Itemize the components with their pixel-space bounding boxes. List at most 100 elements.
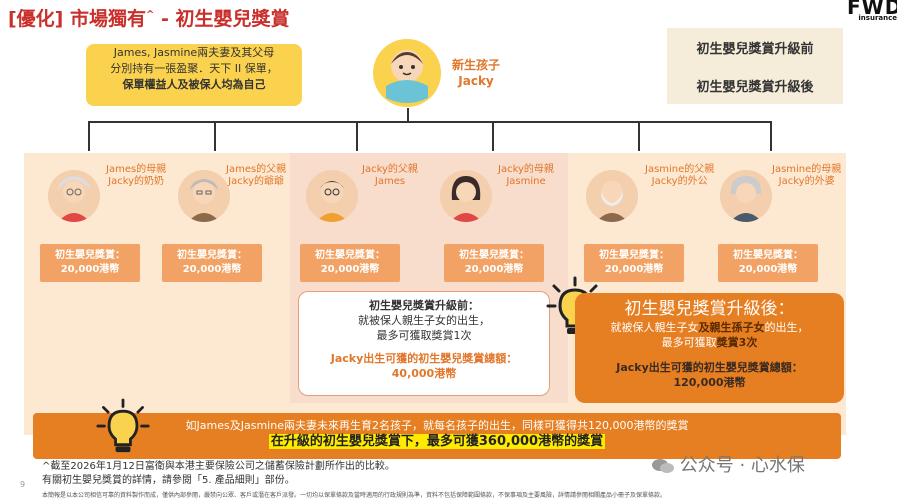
bonus-label: 初生嬰兒獎賞： — [55, 250, 125, 261]
after-total-label: Jacky出生可獲的初生嬰兒獎賞總額： — [616, 361, 803, 374]
brand-logo: FWD insurance — [847, 0, 897, 22]
member-name: James — [374, 176, 406, 187]
mother-icon — [440, 170, 492, 222]
bonus-label: 初生嬰兒獎賞： — [177, 250, 247, 261]
member-name: Jacky的外婆 — [778, 176, 835, 187]
after-line2-a: 最多可獲取 — [661, 336, 717, 349]
legend-after: 初生嬰兒獎賞升級後 — [667, 66, 843, 104]
member-relation: Jacky的父親 — [362, 164, 418, 175]
lightbulb-icon — [96, 398, 150, 460]
bonus-box: 初生嬰兒獎賞： 20,000港幣 — [300, 244, 400, 282]
member-name: Jasmine — [506, 176, 546, 187]
member-label-james-father: James的父親 Jacky的爺爺 — [226, 164, 286, 188]
member-james-father — [178, 170, 230, 222]
bonus-amount: 20,000港幣 — [738, 264, 798, 275]
bonus-amount: 20,000港幣 — [464, 264, 524, 275]
after-line1-b: 及親生孫子女 — [698, 321, 765, 334]
member-james-mother — [48, 170, 100, 222]
bonus-label: 初生嬰兒獎賞： — [315, 250, 385, 261]
title-superscript: ^ — [146, 9, 155, 21]
policy-note-line3: 保單權益人及被保人均為自己 — [122, 78, 266, 91]
wechat-icon — [652, 458, 674, 474]
logo-subtext: insurance — [858, 14, 897, 22]
member-name: Jacky的爺爺 — [228, 176, 285, 187]
tree-drop-4 — [492, 121, 494, 151]
bonus-box: 初生嬰兒獎賞： 20,000港幣 — [718, 244, 818, 282]
member-label-jasmine-father: Jasmine的父親 Jacky的外公 — [645, 164, 714, 188]
member-relation: Jasmine的母親 — [772, 164, 842, 175]
logo-wordmark: FWD — [847, 0, 897, 19]
after-line2-b: 獎賞3次 — [716, 336, 758, 349]
member-label-jasmine: Jacky的母親 Jasmine — [498, 164, 554, 188]
bonus-label: 初生嬰兒獎賞： — [459, 250, 529, 261]
before-total-label: Jacky出生可獲的初生嬰兒獎賞總額： — [330, 352, 518, 365]
footnote-details: 有關初生嬰兒獎賞的詳情，請參閱「5. 產品細則」部份。 — [42, 475, 295, 486]
title-main: 市場獨有 — [70, 8, 147, 30]
tree-drop-6 — [770, 121, 772, 151]
tree-branch — [88, 121, 771, 123]
bonus-amount: 20,000港幣 — [320, 264, 380, 275]
after-line2: 最多可獲取獎賞3次 — [575, 335, 844, 350]
after-head: 初生嬰兒獎賞升級後： — [624, 299, 795, 319]
footnote-comparison: ^截至2026年1月12日富衛與本港主要保險公司之儲蓄保險計劃所作出的比較。 — [42, 461, 395, 472]
member-name: Jacky的外公 — [651, 176, 708, 187]
member-james — [306, 170, 358, 222]
baby-label-line2: Jacky — [458, 74, 494, 88]
bonus-box: 初生嬰兒獎賞： 20,000港幣 — [444, 244, 544, 282]
bonus-amount: 20,000港幣 — [60, 264, 120, 275]
before-upgrade-box: 初生嬰兒獎賞升級前： 就被保人親生子女的出生， 最多可獲取獎賞1次 Jacky出… — [298, 291, 550, 396]
policy-note-line1: James, Jasmine兩夫妻及其父母 — [113, 46, 275, 59]
member-label-james: Jacky的父親 James — [362, 164, 418, 188]
before-total-value: 40,000港幣 — [391, 367, 457, 380]
bonus-box: 初生嬰兒獎賞： 20,000港幣 — [584, 244, 684, 282]
after-line1-c: 的出生， — [764, 321, 809, 334]
before-line1: 就被保人親生子女的出生， — [358, 314, 490, 327]
member-jasmine-father — [586, 170, 638, 222]
banner-line1: 如James及Jasmine兩夫妻未來再生育2名孩子，就每名孩子的出生，同樣可獲… — [185, 419, 689, 432]
grandmother-icon — [48, 170, 100, 222]
member-label-james-mother: James的母親 Jacky的奶奶 — [106, 164, 166, 188]
after-line1: 就被保人親生子女及親生孫子女的出生， — [575, 320, 844, 335]
watermark-text: 公众号 · 心水保 — [679, 455, 805, 476]
before-line2: 最多可獲取獎賞1次 — [376, 329, 472, 342]
after-upgrade-box: 初生嬰兒獎賞升級後： 就被保人親生子女及親生孫子女的出生， 最多可獲取獎賞3次 … — [575, 293, 844, 403]
baby-icon — [372, 38, 442, 108]
member-relation: James的母親 — [106, 164, 167, 175]
tree-drop-5 — [638, 121, 640, 151]
policy-note: James, Jasmine兩夫妻及其父母 分別持有一張盈聚．天下 II 保單，… — [86, 44, 302, 106]
legend-before: 初生嬰兒獎賞升級前 — [667, 28, 843, 66]
after-total-value: 120,000港幣 — [673, 376, 746, 389]
before-head: 初生嬰兒獎賞升級前： — [369, 299, 479, 312]
baby-label-line1: 新生孩子 — [452, 58, 501, 72]
bonus-box: 初生嬰兒獎賞： 20,000港幣 — [162, 244, 262, 282]
bonus-label: 初生嬰兒獎賞： — [733, 250, 803, 261]
member-jasmine — [440, 170, 492, 222]
member-relation: James的父親 — [226, 164, 287, 175]
bonus-box: 初生嬰兒獎賞： 20,000港幣 — [40, 244, 140, 282]
bonus-label: 初生嬰兒獎賞： — [599, 250, 669, 261]
after-line1-a: 就被保人親生子女 — [610, 321, 699, 334]
bonus-amount: 20,000港幣 — [182, 264, 242, 275]
father-icon — [306, 170, 358, 222]
tree-drop-3 — [356, 121, 358, 151]
page-title: [優化] 市場獨有^ - 初生嬰兒獎賞 — [8, 4, 290, 31]
footnote-disclaimer: 本簡報是以本公司相信可靠的資料製作而成，僅供內部參閱，嚴禁向公眾、客戶或潛在客戶… — [42, 492, 667, 499]
baby-label: 新生孩子 Jacky — [452, 57, 500, 89]
grandfather-icon — [586, 170, 638, 222]
title-tag: [優化] — [8, 8, 64, 30]
tree-drop-1 — [88, 121, 90, 151]
tree-drop-2 — [214, 121, 216, 151]
banner-highlight: 在升級的初生嬰兒獎賞下，最多可獲360,000港幣的獎賞 — [268, 434, 606, 449]
policy-note-line2: 分別持有一張盈聚．天下 II 保單， — [110, 62, 278, 75]
watermark: 公众号 · 心水保 — [652, 451, 805, 477]
bonus-amount: 20,000港幣 — [604, 264, 664, 275]
title-rest: - 初生嬰兒獎賞 — [154, 8, 290, 30]
member-jasmine-mother — [720, 170, 772, 222]
member-relation: Jasmine的父親 — [645, 164, 715, 175]
member-name: Jacky的奶奶 — [108, 176, 165, 187]
member-relation: Jacky的母親 — [498, 164, 554, 175]
grandfather-icon — [178, 170, 230, 222]
tree-trunk — [407, 108, 409, 122]
page-number: 9 — [20, 480, 26, 489]
member-label-jasmine-mother: Jasmine的母親 Jacky的外婆 — [772, 164, 841, 188]
